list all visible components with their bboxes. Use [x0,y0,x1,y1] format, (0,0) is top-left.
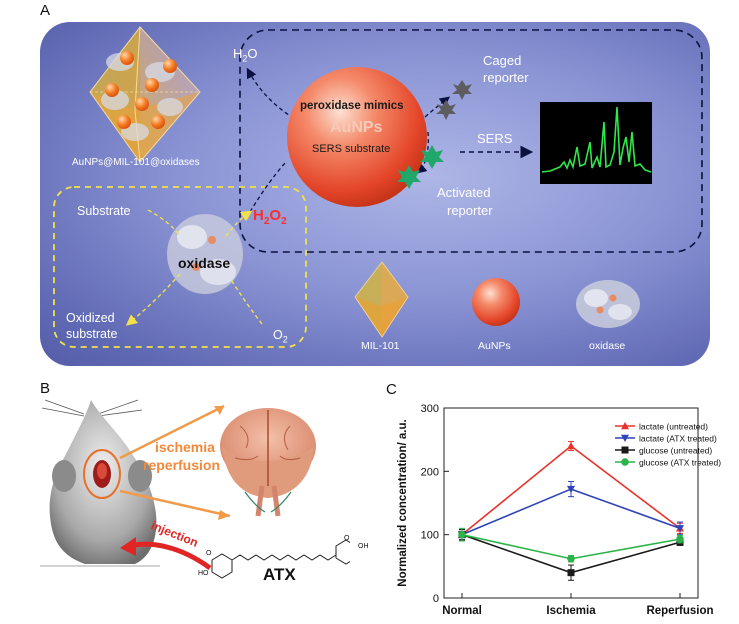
h2o2-label: H2O2 [253,207,287,227]
data-point [458,530,466,539]
y-tick-label: 300 [421,403,439,415]
water-label: H2O [233,46,258,64]
legend-marker [621,434,629,442]
o-left-label: O [206,550,212,557]
panel-b-illustration [40,399,350,579]
oh-left-label: HO [198,570,209,577]
panel-c-letter: C [386,381,397,398]
sers-label: SERS [477,131,513,146]
y-tick-label: 0 [433,593,439,605]
cascade-dashed-box [239,29,703,253]
chart-series [458,441,684,581]
aunp-sphere-icon [287,67,427,207]
atx-molecule-icon [211,539,350,579]
atx-label: ATX [263,565,296,584]
particle-top-label: peroxidase mimics [300,100,404,112]
panel-a-letter: A [40,2,51,19]
data-point [676,525,684,533]
legend-label: glucose (untreated) [639,446,712,456]
legend-aunps-label: AuNPs [478,340,511,352]
x-tick-label-ischemia: Ischemia [546,605,596,617]
data-point [567,485,575,494]
oh-right-label: OH [358,543,369,550]
x-tick-label-reperfusion: Reperfusion [646,605,713,617]
mof-octahedron-icon [89,25,201,163]
caged-reporter-icon [436,80,472,120]
y-tick-label: 100 [421,530,439,542]
brain-icon [220,408,316,517]
oxidase-dashed-box [53,186,307,348]
particle-main-label: AuNPs [330,119,383,136]
framework-label: AuNPs@MIL-101@oxidases [72,157,200,168]
series-3 [458,527,684,563]
y-tick-label: 200 [421,466,439,478]
x-tick-label-normal: Normal [442,605,482,617]
mil101-legend-icon [354,261,409,338]
chart-legend: lactate (untreated) lactate (ATX treated)… [615,422,721,468]
activated-reporter-icon [397,145,444,189]
y-axis-label: Normalized concentration/ a.u. [397,419,409,586]
legend-mil101-label: MIL-101 [361,340,400,352]
legend-oxidase-label: oxidase [589,340,626,352]
legend-marker [621,446,629,454]
oxidase-legend-icon [576,280,640,328]
rat-head-icon [41,399,157,564]
o-right-label: O [344,535,350,542]
sers-spectrum-plot [540,102,652,184]
legend-marker [621,458,629,466]
oxidase-enzyme-icon [167,214,243,294]
o2-label: O2 [273,328,288,345]
ischemia-label: ischemia [155,439,215,455]
legend-label: lactate (ATX treated) [639,434,717,444]
data-point [676,535,684,543]
panel-a-graphics [53,25,703,348]
panel-a-diagram: AuNPs@MIL-101@oxidases H2O peroxidase mi… [40,22,710,366]
reperfusion-label: reperfusion [143,457,221,473]
data-point [567,442,575,450]
oxidase-center-label: oxidase [178,255,231,271]
aunp-legend-icon [472,278,520,326]
data-point [567,554,575,563]
injection-arrow-icon [129,541,212,571]
data-point [567,569,575,577]
panel-b-letter: B [40,380,51,397]
legend-label: glucose (ATX treated) [639,458,721,468]
particle-bottom-label: SERS substrate [312,143,391,155]
legend-label: lactate (untreated) [639,422,708,432]
legend-marker [621,422,629,430]
substrate-label: Substrate [77,204,131,218]
